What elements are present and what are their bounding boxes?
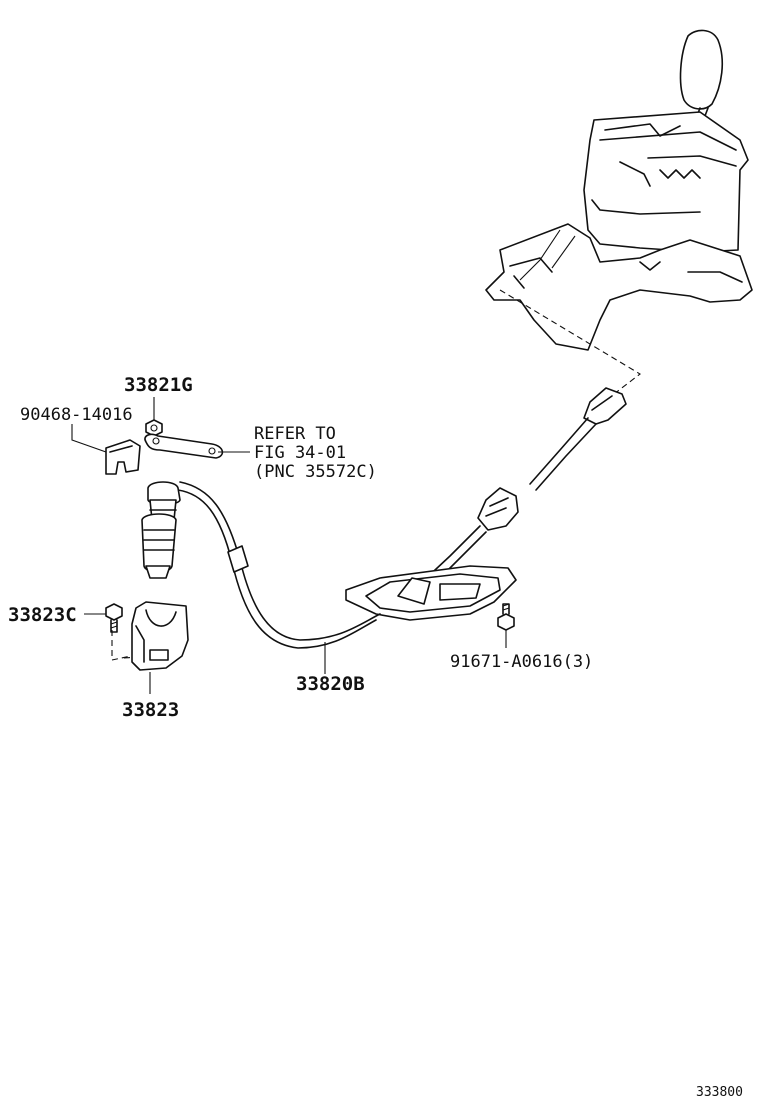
- leader-lines: [71, 397, 507, 694]
- bolt-33823c: [105, 603, 123, 633]
- label-33820b: 33820B: [296, 673, 365, 695]
- label-33823: 33823: [122, 699, 179, 721]
- diagram-id: 333800: [696, 1085, 743, 1100]
- shift-cable-33820b: [141, 387, 627, 649]
- control-lever-arm: [144, 433, 224, 459]
- label-33823c: 33823C: [8, 604, 77, 626]
- refer-note-line3: (PNC 35572C): [254, 462, 377, 482]
- bolt-91671-a0616: [497, 603, 515, 631]
- refer-note-line1: REFER TO: [254, 424, 336, 444]
- bracket-33823: [131, 601, 189, 671]
- label-91671-a0616: 91671-A0616(3): [450, 652, 593, 672]
- label-33821g: 33821G: [124, 374, 193, 396]
- nut-33821g: [145, 419, 163, 437]
- clip-90468-14016: [105, 439, 141, 475]
- label-90468-14016: 90468-14016: [20, 405, 133, 425]
- refer-note-line2: FIG 34-01: [254, 443, 346, 463]
- shift-lever-assembly: [485, 29, 753, 351]
